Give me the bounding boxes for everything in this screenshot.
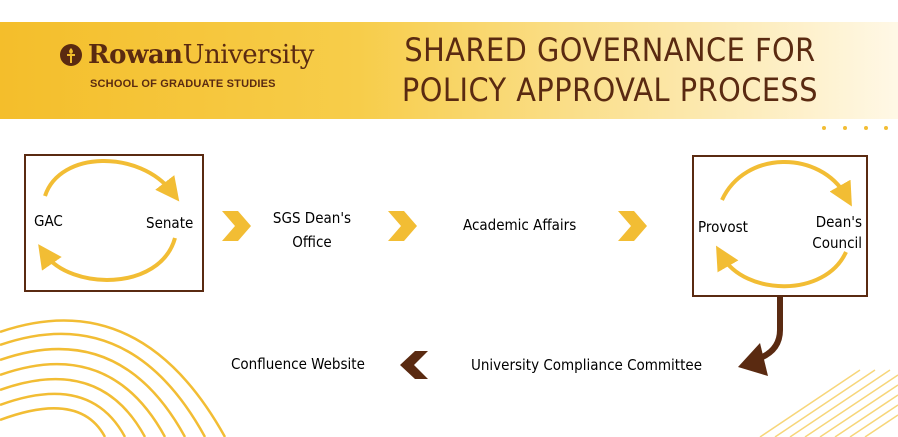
senate-label: Senate bbox=[146, 214, 194, 232]
confluence-website-label: Confluence Website bbox=[231, 355, 365, 373]
cycle-arrow-top-1 bbox=[43, 159, 180, 202]
chevron-left-icon bbox=[400, 351, 428, 379]
title-line-1: SHARED GOVERNANCE FOR bbox=[404, 31, 816, 69]
hatch-decoration bbox=[759, 369, 898, 437]
cycle-arrow-bottom-1 bbox=[38, 237, 177, 282]
cycle-arrow-bottom-2 bbox=[716, 245, 848, 289]
deans-council-label: Dean's Council bbox=[810, 212, 862, 254]
university-compliance-committee-label: University Compliance Committee bbox=[471, 356, 702, 374]
chevron-right-icon-2 bbox=[388, 211, 417, 241]
sgs-line-2: Office bbox=[292, 233, 332, 251]
header-banner bbox=[0, 22, 898, 119]
academic-affairs-label: Academic Affairs bbox=[463, 216, 577, 234]
sgs-line-1: SGS Dean's bbox=[272, 209, 352, 227]
sgs-deans-office-label: SGS Dean's Office bbox=[272, 206, 352, 254]
council-line-1: Dean's bbox=[815, 213, 862, 231]
title-line-2: POLICY APPROVAL PROCESS bbox=[401, 71, 819, 109]
cycle-arrow-top-2 bbox=[720, 160, 852, 207]
council-line-2: Council bbox=[812, 234, 862, 252]
logo-subtitle: SCHOOL OF GRADUATE STUDIES bbox=[90, 78, 276, 90]
logo-name-bold: Rowan bbox=[88, 40, 183, 70]
provost-council-box bbox=[692, 155, 868, 297]
torch-icon bbox=[60, 44, 82, 66]
chevron-right-icon-3 bbox=[618, 211, 647, 241]
logo-name-regular: University bbox=[182, 40, 315, 70]
chevron-right-icon-1 bbox=[222, 211, 251, 241]
curved-arrow-head bbox=[738, 343, 768, 376]
provost-label: Provost bbox=[698, 218, 748, 236]
university-logo: RowanUniversity SCHOOL OF GRADUATE STUDI… bbox=[60, 40, 320, 100]
arc-lines-decoration bbox=[0, 319, 227, 437]
gac-label: GAC bbox=[34, 212, 63, 230]
page-title: SHARED GOVERNANCE FOR POLICY APPROVAL PR… bbox=[400, 30, 820, 110]
logo-wordmark: RowanUniversity bbox=[88, 40, 314, 70]
